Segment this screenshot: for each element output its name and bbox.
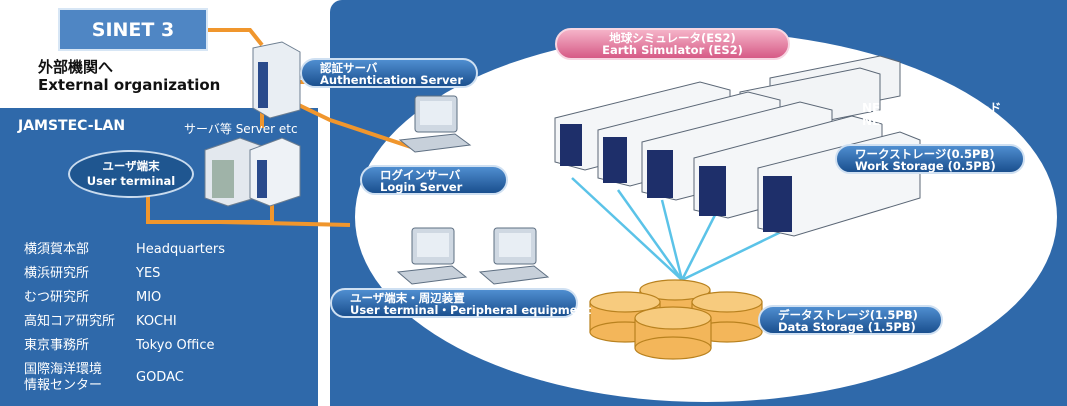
data-storage-jp: データストレージ(1.5PB) [778, 308, 918, 322]
earth-simulator-en: Earth Simulator (ES2) [602, 43, 743, 57]
data-storage-icon [589, 279, 763, 360]
site-jp: むつ研究所 [24, 290, 90, 305]
site-jp: 横須賀本部 [24, 242, 90, 257]
link-sinet-gateway [207, 28, 264, 47]
site-en: YES [136, 266, 161, 281]
user-terminal-en: User terminal [86, 174, 176, 188]
user-peripheral-label: ユーザ端末・周辺装置 User terminal・Peripheral equi… [330, 288, 592, 318]
site-jp: 東京事務所 [24, 338, 90, 353]
data-storage-label: データストレージ(1.5PB) Data Storage (1.5PB) [758, 305, 943, 335]
link-storage-rack-2 [616, 189, 684, 281]
link-storage-rack-3 [660, 199, 684, 281]
storage-cylinder-right [691, 291, 763, 343]
site-en: KOCHI [136, 314, 177, 329]
site-jp: 国際海洋環境 情報センター [24, 362, 103, 393]
nec-jp: NEC SX-9/E 160ノード [862, 101, 1002, 115]
link-storage-rack-1 [571, 177, 683, 281]
supercomputer-racks [554, 55, 921, 237]
sinet-box: SINET 3 [58, 8, 208, 51]
login-server-jp: ログインサーバ [380, 168, 461, 182]
user-pc-icon-1 [396, 227, 468, 285]
site-en: Headquarters [136, 242, 226, 257]
site-en: MIO [136, 290, 162, 305]
external-label-jp: 外部機関へ [38, 58, 114, 76]
data-storage-en: Data Storage (1.5PB) [778, 320, 916, 334]
storage-cylinder-front [634, 306, 712, 360]
work-storage-en: Work Storage (0.5PB) [855, 159, 996, 173]
gateway-server-icon [252, 41, 301, 119]
link-storage-rack-5 [681, 228, 786, 282]
external-organization-label: 外部機関へ External organization [38, 58, 220, 94]
earth-simulator-jp: 地球シミュレータ(ES2) [609, 31, 736, 45]
auth-server-jp: 認証サーバ [320, 61, 378, 75]
nec-en: NEC SX-9/E 160node [862, 114, 999, 128]
user-terminal-jp: ユーザ端末 [102, 159, 160, 173]
user-terminal-node: ユーザ端末 User terminal [68, 150, 194, 198]
login-pc-icon [398, 95, 472, 153]
auth-server-en: Authentication Server [320, 73, 464, 87]
work-storage-jp: ワークストレージ(0.5PB) [855, 147, 995, 161]
work-storage-label: ワークストレージ(0.5PB) Work Storage (0.5PB) [835, 144, 1025, 174]
link-lan-right [219, 220, 351, 227]
login-server-label: ログインサーバ Login Server [360, 165, 508, 195]
earth-simulator-label: 地球シミュレータ(ES2) Earth Simulator (ES2) [555, 28, 790, 60]
user-peripheral-jp: ユーザ端末・周辺装置 [350, 291, 465, 305]
login-server-en: Login Server [380, 180, 463, 194]
jamstec-lan-title: JAMSTEC-LAN [18, 118, 126, 134]
link-user-terminal-servers [146, 195, 274, 224]
user-peripheral-en: User terminal・Peripheral equipment [350, 303, 592, 317]
server-etc-label: サーバ等 Server etc [184, 122, 298, 136]
lan-server-rack-icon [204, 137, 301, 207]
external-label-en: External organization [38, 76, 221, 94]
site-jp: 横浜研究所 [24, 266, 90, 281]
nec-node-label: NEC SX-9/E 160ノード NEC SX-9/E 160node [862, 102, 1001, 128]
site-en: Tokyo Office [136, 338, 215, 353]
authentication-server-label: 認証サーバ Authentication Server [300, 58, 478, 88]
sinet-label: SINET 3 [91, 18, 175, 41]
link-storage-rack-4 [680, 214, 717, 281]
cyan-links [571, 177, 786, 282]
site-jp: 高知コア研究所 [24, 314, 116, 329]
site-en: GODAC [136, 370, 184, 385]
user-pc-icon-2 [478, 227, 550, 285]
